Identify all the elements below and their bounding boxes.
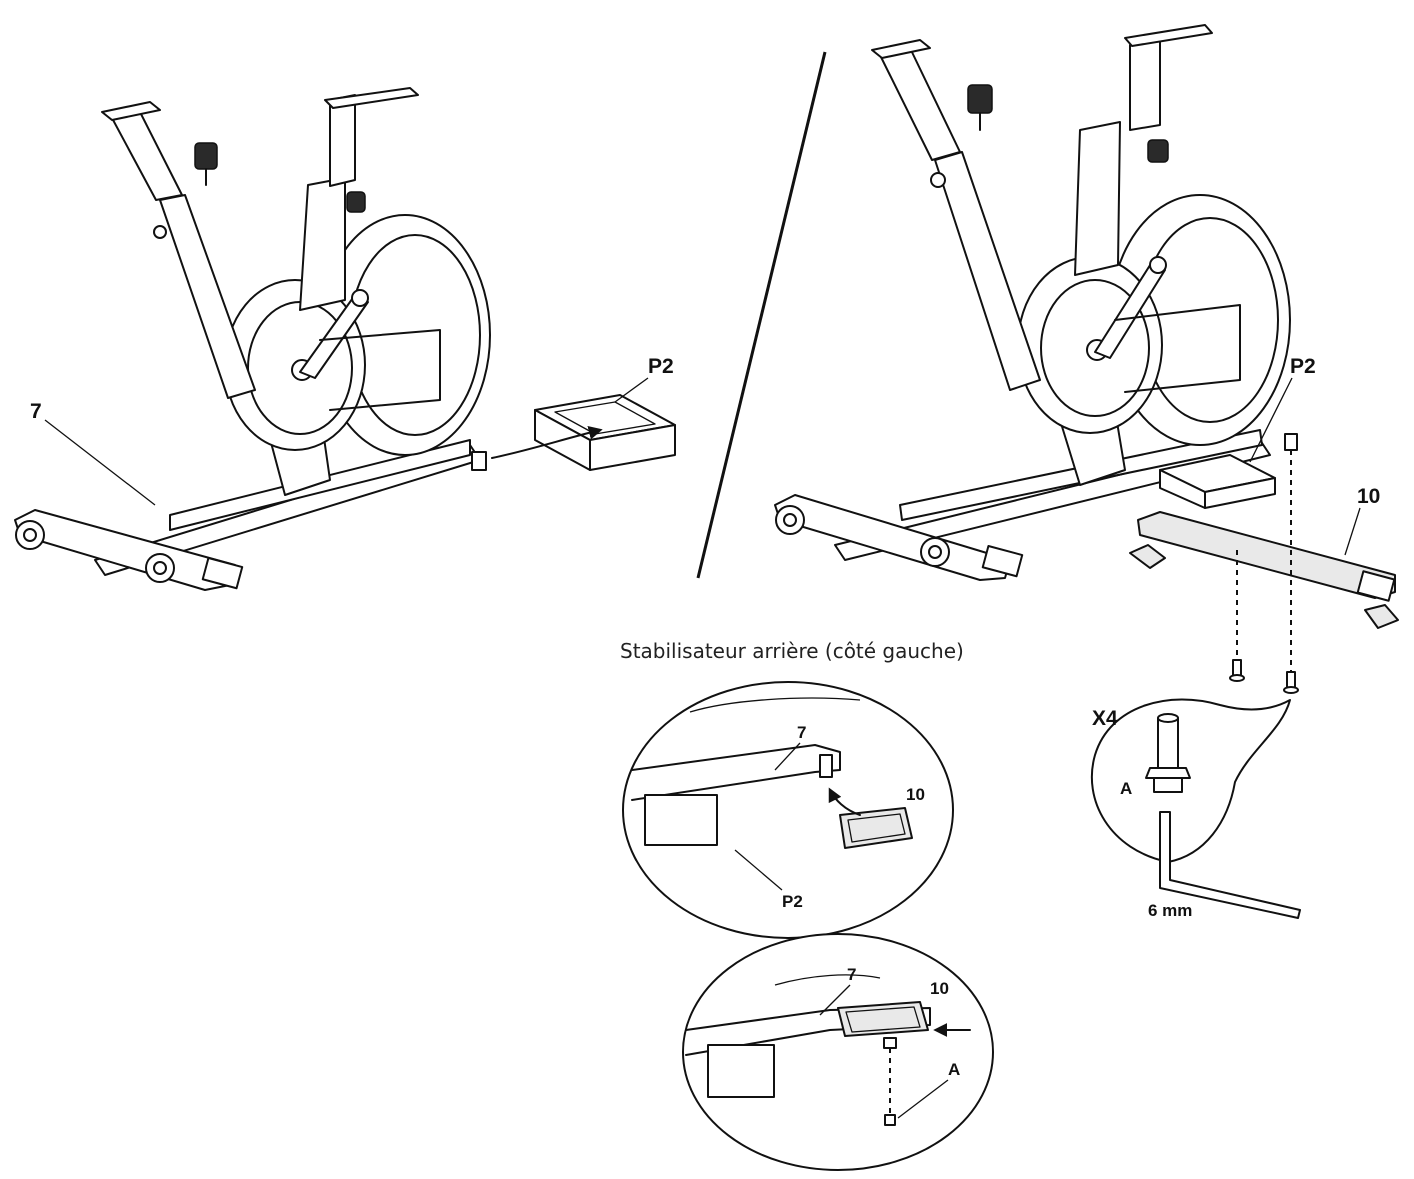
leader-detail2-frame [819, 984, 851, 1016]
label-bolt: A [1120, 779, 1132, 798]
leader-stabilizer-right [1344, 507, 1361, 556]
detail-circle-1 [622, 681, 954, 939]
shipping-block-left [534, 394, 676, 471]
label-quantity: X4 [1092, 707, 1118, 730]
leader-detail1-frame [774, 742, 801, 771]
label-stabilizer-right: 10 [1357, 485, 1380, 508]
label-frame-left: 7 [30, 400, 42, 423]
leader-frame-left [44, 419, 156, 506]
leader-detail2-bolt [897, 1079, 949, 1119]
bolt-callout [1090, 698, 1301, 919]
detail-circle-2 [682, 933, 994, 1171]
label-wrench-size: 6 mm [1148, 901, 1192, 920]
label-detail1-stabilizer: 10 [906, 785, 925, 804]
label-detail2-stabilizer: 10 [930, 979, 949, 998]
left-bike-illustration [14, 87, 491, 591]
panel-divider [696, 51, 827, 579]
label-detail2-frame: 7 [847, 965, 856, 984]
label-detail2-bolt: A [948, 1060, 960, 1079]
label-box-right: P2 [1290, 355, 1316, 378]
label-detail1-frame: 7 [797, 723, 806, 742]
right-bike-illustration [774, 24, 1399, 694]
detail-caption: Stabilisateur arrière (côté gauche) [620, 639, 964, 663]
leader-box-right [1249, 377, 1293, 463]
leader-box-left [614, 377, 649, 403]
label-detail1-box: P2 [782, 892, 803, 911]
leader-detail1-box [734, 849, 783, 891]
move-arrow-left [491, 425, 603, 459]
label-box-left: P2 [648, 355, 674, 378]
